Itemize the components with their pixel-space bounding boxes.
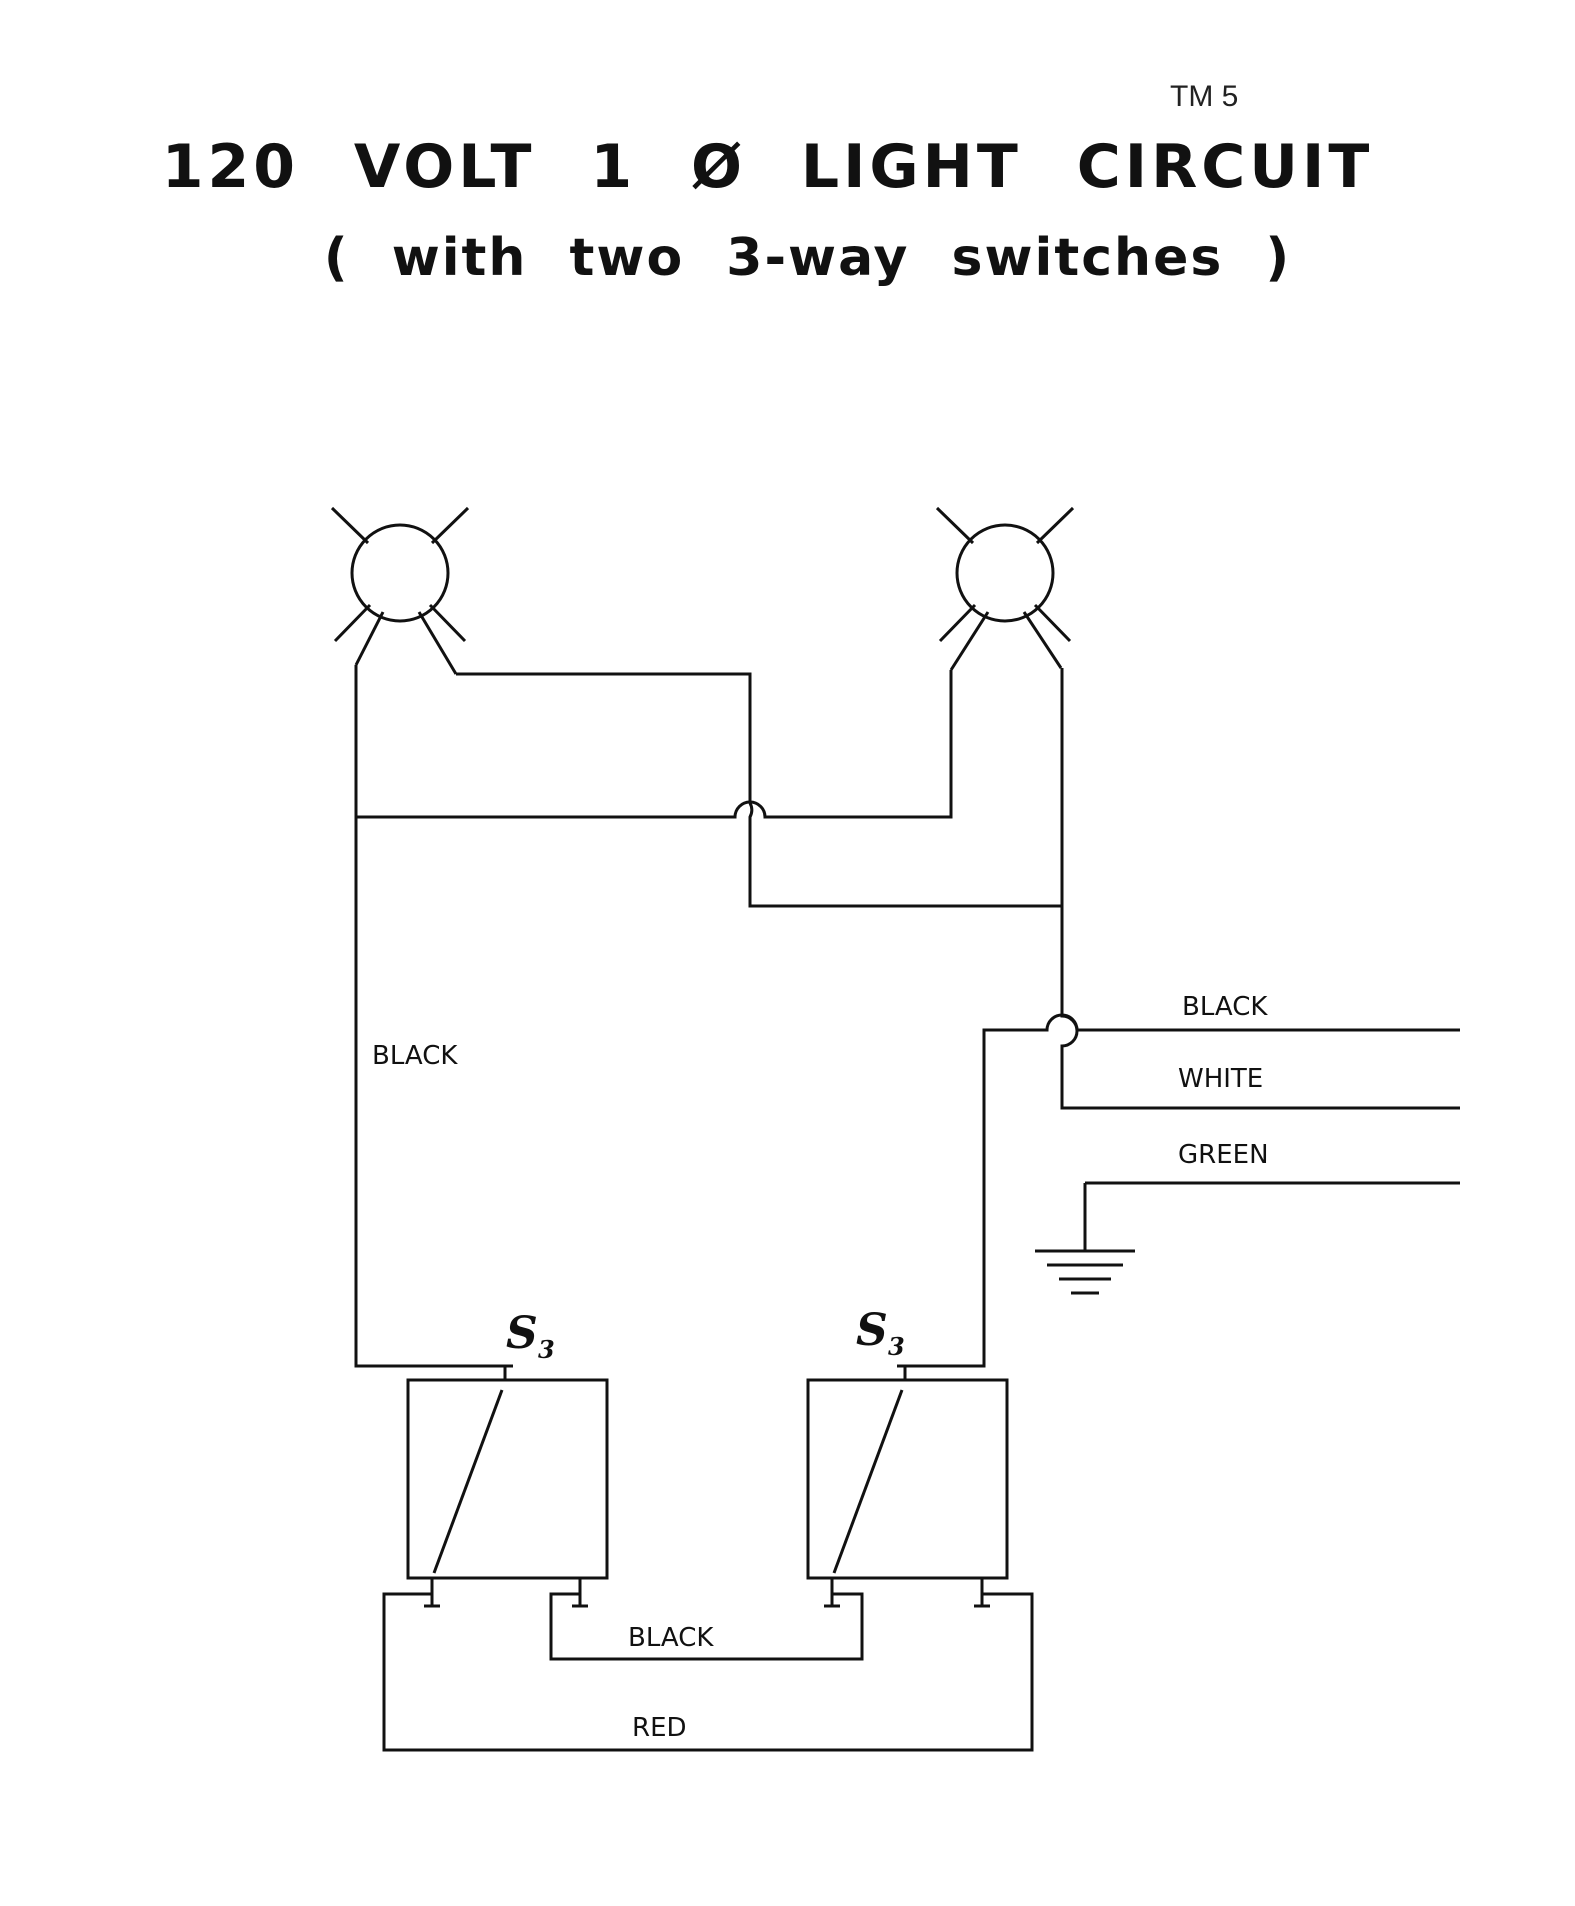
label-feed-green: GREEN	[1178, 1140, 1269, 1170]
light-fixture-left	[330, 506, 470, 675]
ground-symbol	[1035, 1249, 1135, 1295]
switch-right-subscript: 3	[888, 1332, 905, 1361]
three-way-switch-left: S 3	[406, 1308, 609, 1608]
lamp-wiring	[354, 665, 1064, 1368]
diagram-title: 120 VOLT 1 Ø LIGHT CIRCUIT	[161, 132, 1374, 202]
three-way-switch-right: S 3	[806, 1305, 1009, 1608]
label-traveler-red: RED	[632, 1713, 687, 1743]
diagram-subtitle: ( with two 3-way switches )	[323, 228, 1292, 288]
switch-right-symbol: S	[856, 1305, 888, 1356]
label-feed-white: WHITE	[1178, 1064, 1263, 1094]
label-left-black: BLACK	[372, 1041, 458, 1071]
switch-left-subscript: 3	[538, 1335, 555, 1364]
light-fixture-right	[935, 506, 1075, 671]
label-traveler-black: BLACK	[628, 1623, 714, 1653]
switch-left-symbol: S	[506, 1308, 538, 1359]
label-feed-black: BLACK	[1182, 992, 1268, 1022]
supply-wiring	[905, 906, 1460, 1368]
page-label: TM 5	[1170, 80, 1239, 113]
traveler-wiring	[382, 1592, 1034, 1752]
